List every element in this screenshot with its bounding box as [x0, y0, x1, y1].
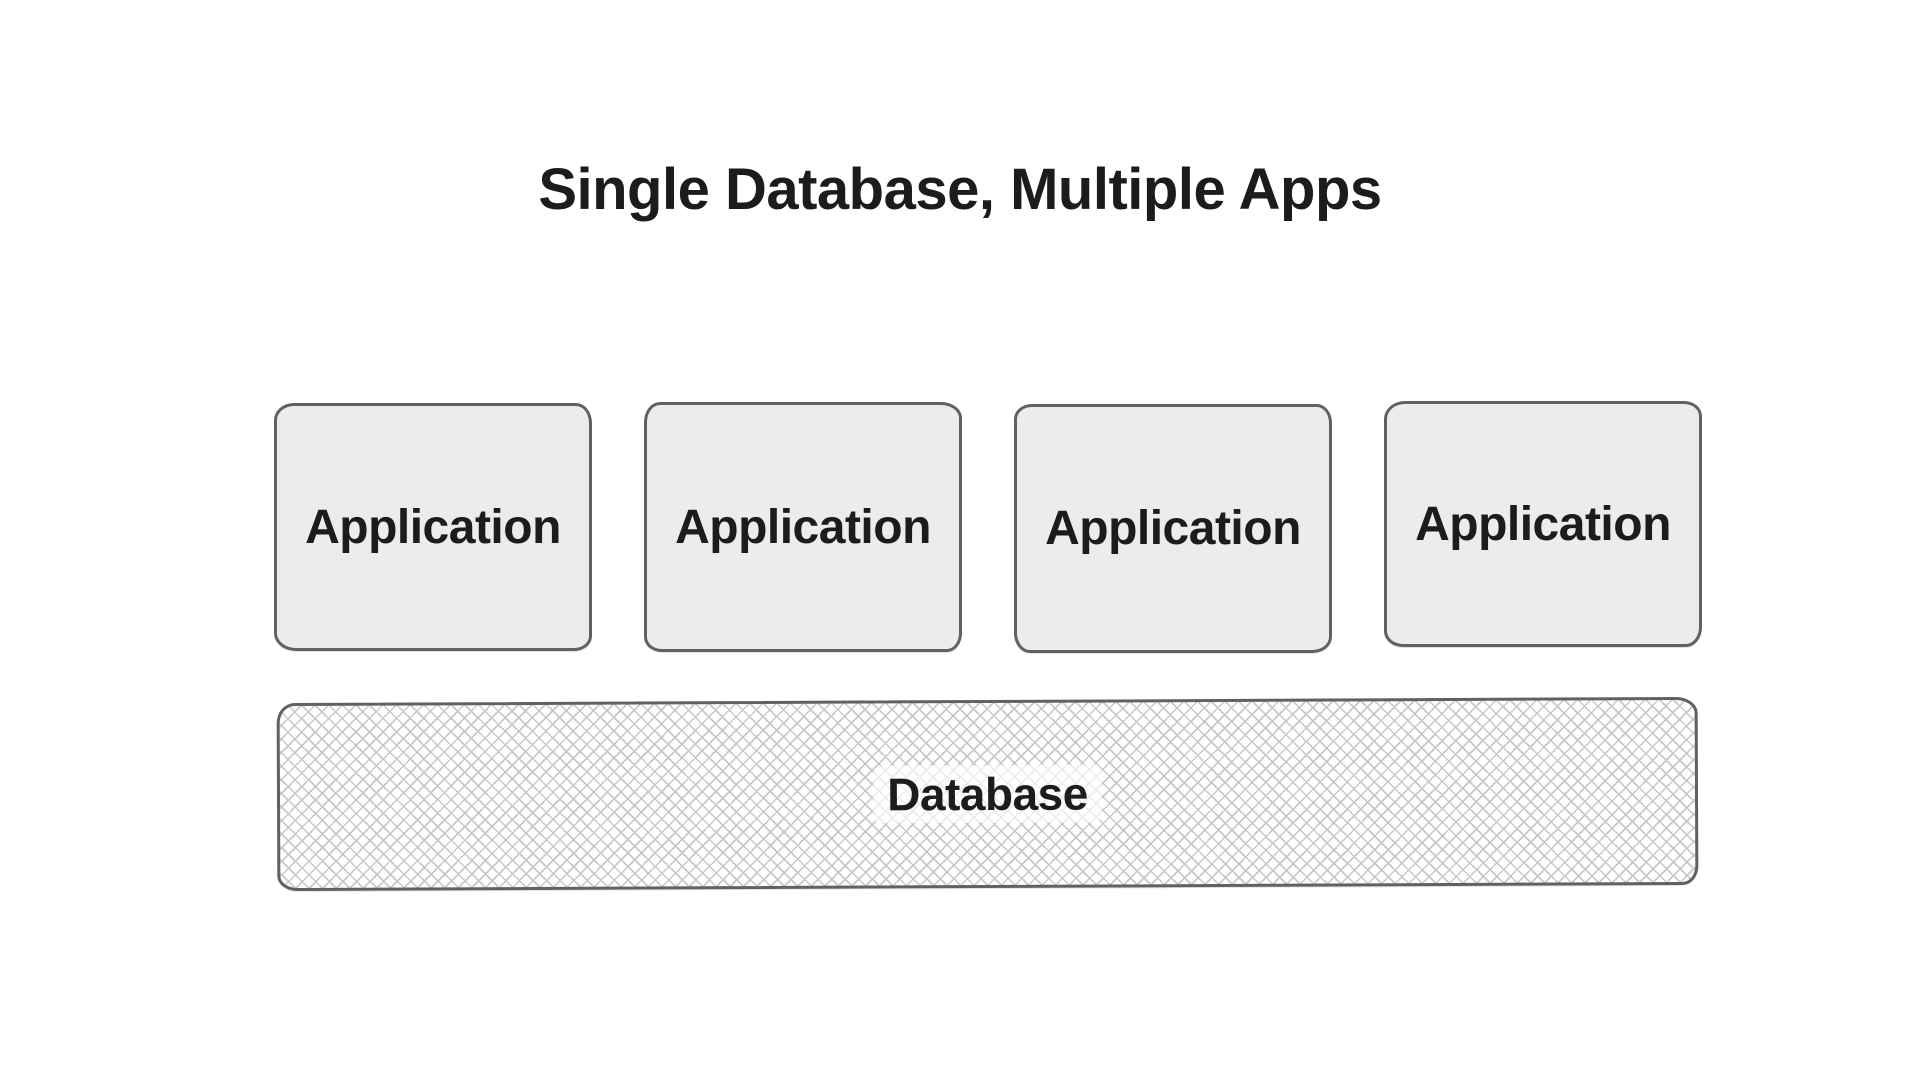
application-row: Application Application Application Appl…	[274, 401, 1702, 653]
database-label: Database	[873, 764, 1102, 824]
application-box-4: Application	[1384, 401, 1702, 647]
application-box-label: Application	[675, 500, 931, 554]
application-box-label: Application	[1045, 502, 1301, 555]
application-box-label: Application	[1415, 497, 1671, 551]
application-box-3: Application	[1014, 404, 1332, 653]
database-bar: Database	[276, 696, 1699, 892]
diagram-title: Single Database, Multiple Apps	[538, 157, 1382, 222]
application-box-2: Application	[644, 402, 962, 652]
application-box-label: Application	[305, 500, 561, 554]
application-box-1: Application	[274, 403, 592, 651]
